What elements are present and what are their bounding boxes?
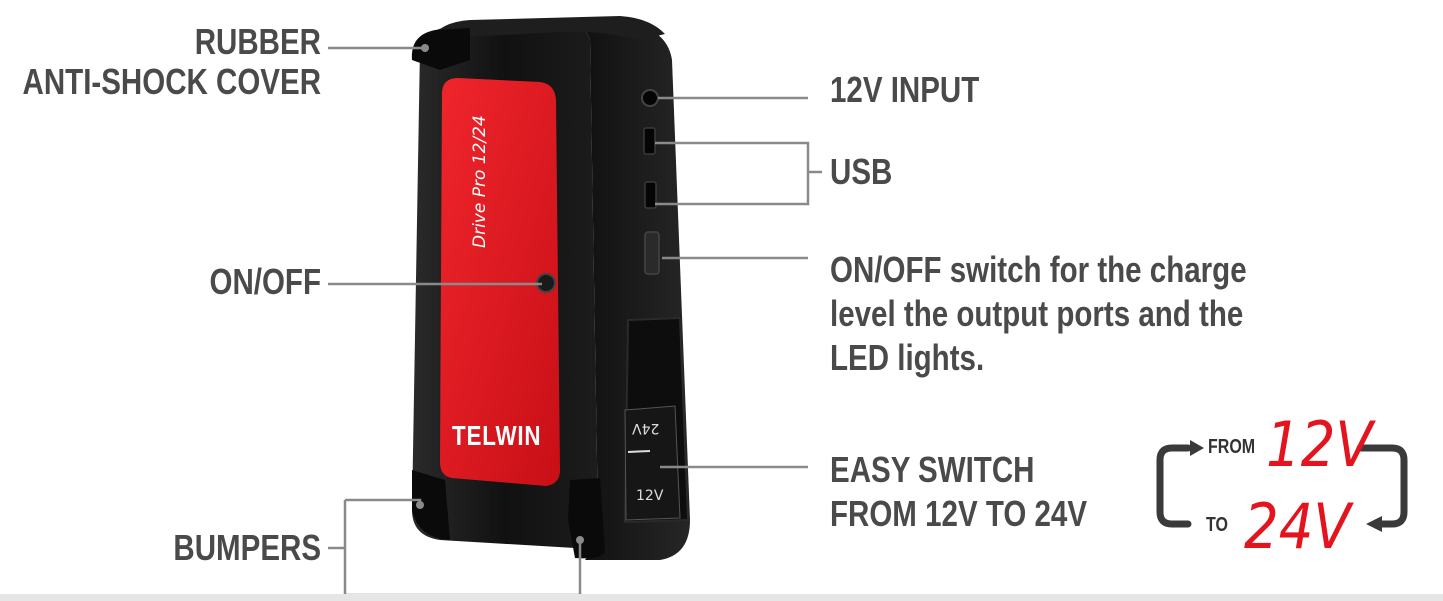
usb-port-icon xyxy=(643,127,656,155)
to-word: TO xyxy=(1206,514,1228,536)
arrow-left-bracket xyxy=(1156,444,1192,528)
label-usb: USB xyxy=(830,151,893,192)
label-rubber-cover: RUBBER ANTI-SHOCK COVER xyxy=(22,21,321,102)
arrow-left-head-icon xyxy=(1366,516,1382,532)
from-voltage: 12V xyxy=(1266,408,1373,481)
bottom-divider xyxy=(0,594,1443,601)
selector-bottom-label: 12V xyxy=(636,488,664,504)
bumper-bottom-left xyxy=(412,470,450,540)
selector-top-label: 24V xyxy=(632,420,660,436)
bumper-bottom-right xyxy=(568,478,605,559)
dc-input-port-icon xyxy=(641,89,659,107)
bumper-top-left xyxy=(411,28,470,70)
label-easy-switch: EASY SWITCH FROM 12V TO 24V xyxy=(830,449,1088,534)
lead-dot xyxy=(576,536,584,544)
device-top-cap xyxy=(430,16,665,40)
from-word: FROM xyxy=(1208,436,1256,458)
voltage-selector-knob xyxy=(624,405,681,521)
label-12v-input: 12V INPUT xyxy=(830,69,980,110)
brand-logo: TELWIN xyxy=(452,420,542,451)
switch-arrows xyxy=(1156,444,1408,528)
arrow-right-head-icon xyxy=(1190,440,1204,456)
selector-divider xyxy=(627,450,651,453)
usb-port-icon xyxy=(644,181,657,209)
lead-dot xyxy=(416,501,424,509)
to-voltage: 24V xyxy=(1244,490,1351,563)
red-front-panel xyxy=(440,78,560,486)
label-bumpers: BUMPERS xyxy=(173,527,321,568)
lead-dot xyxy=(421,44,429,52)
leader-bumpers-top xyxy=(345,498,422,505)
arrow-right-bracket xyxy=(1356,444,1408,528)
label-switch-description: ON/OFF switch for the charge level the o… xyxy=(830,249,1247,378)
leader-usb xyxy=(655,141,810,206)
label-on-off: ON/OFF xyxy=(209,261,321,302)
slide-switch-icon xyxy=(644,231,660,275)
model-name: Drive Pro 12/24 xyxy=(470,115,490,248)
